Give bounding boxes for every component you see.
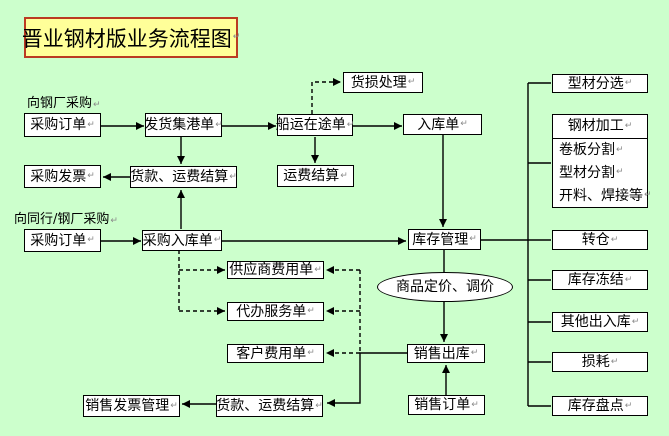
node-agent-service-note: 代办服务单↵	[227, 302, 324, 321]
node-coil-cutting: 卷板分割↵	[553, 139, 647, 162]
node-shipping-in-transit: 船运在途单↵	[275, 114, 355, 136]
page-title-text: 晋业钢材版业务流程图	[21, 26, 232, 51]
return-mark-icon: ↵	[170, 400, 178, 411]
node-label: 钢材加工	[567, 118, 624, 135]
node-purchase-order-1: 采购订单↵	[24, 113, 101, 137]
annotation-text: 向钢厂采购	[27, 96, 93, 111]
return-mark-icon: ↵	[87, 119, 95, 130]
return-mark-icon: ↵	[307, 306, 315, 316]
node-label: 发货集港单	[144, 117, 215, 133]
arrow-sales-out-to-settle-bottom	[327, 352, 407, 407]
node-label: 采购入库单	[142, 232, 213, 249]
return-mark-icon: ↵	[616, 167, 624, 178]
node-label: 采购订单	[30, 232, 87, 249]
return-mark-icon: ↵	[215, 119, 223, 130]
node-label: 型材分割	[559, 164, 615, 181]
node-label: 其他出入库	[560, 314, 631, 330]
return-mark-icon: ↵	[610, 356, 619, 367]
node-label: 型材分选	[567, 75, 624, 92]
annotation-text: 向同行/钢厂采购	[14, 212, 110, 227]
node-sales-invoice-management: 销售发票管理↵	[83, 395, 180, 417]
return-mark-icon: ↵	[229, 171, 237, 182]
node-label: 货款、运费结算	[130, 169, 229, 185]
node-label: 船运在途单	[275, 117, 346, 133]
node-purchase-in-order: 采购入库单↵	[142, 230, 222, 251]
node-label: 商品定价、调价	[396, 279, 494, 295]
node-label: 供应商费用单	[229, 262, 314, 278]
node-steel-processing: 钢材加工↵	[553, 115, 647, 139]
return-mark-icon: ↵	[624, 400, 633, 411]
annotation-purchase-from-mill: 向钢厂采购↵	[27, 97, 101, 110]
node-label: 代办服务单	[236, 303, 307, 320]
node-label: 库存盘点	[567, 398, 624, 414]
node-label: 销售发票管理	[85, 398, 170, 414]
node-label: 货损处理	[350, 74, 407, 91]
node-label: 卷板分割	[559, 142, 615, 159]
node-label: 销售订单	[414, 397, 471, 413]
annotation-purchase-from-peer-mill: 向同行/钢厂采购↵	[14, 213, 118, 226]
node-label: 采购发票	[30, 168, 87, 185]
return-mark-icon: ↵	[616, 144, 624, 155]
node-payment-freight-settlement-top: 货款、运费结算↵	[130, 166, 237, 188]
node-sales-out: 销售出库↵	[407, 344, 485, 363]
return-mark-icon: ↵	[87, 235, 95, 245]
node-label: 客户费用单	[236, 345, 307, 362]
node-purchase-invoice: 采购发票↵	[24, 165, 101, 188]
node-inventory-management: 库存管理↵	[408, 229, 481, 250]
node-transfer-warehouse: 转仓↵	[552, 230, 648, 250]
node-label: 库存管理	[412, 231, 469, 248]
node-inventory-freeze: 库存冻结↵	[552, 270, 648, 290]
dashed-arrow-in-transit-to-damage	[311, 78, 341, 114]
node-label: 库存冻结	[567, 272, 624, 288]
return-mark-icon: ↵	[470, 348, 479, 358]
page-title: 晋业钢材版业务流程图↵	[21, 17, 241, 58]
node-shipping-port-order: 发货集港单↵	[144, 113, 223, 137]
return-mark-icon: ↵	[610, 234, 619, 245]
node-label: 销售出库	[413, 345, 470, 362]
node-customer-fee-note: 客户费用单↵	[227, 344, 324, 363]
return-mark-icon: ↵	[93, 100, 101, 110]
return-mark-icon: ↵	[460, 119, 468, 129]
node-label: 入库单	[417, 116, 460, 133]
return-mark-icon: ↵	[315, 400, 323, 411]
node-label: 损耗	[581, 354, 610, 370]
node-payment-freight-settlement-bottom: 货款、运费结算↵	[216, 395, 323, 417]
return-mark-icon: ↵	[307, 348, 315, 358]
return-mark-icon: ↵	[346, 119, 355, 130]
node-supplier-fee-note: 供应商费用单↵	[227, 261, 324, 279]
return-mark-icon: ↵	[469, 234, 477, 244]
node-steel-processing-group: 钢材加工↵ 卷板分割↵ 型材分割↵ 开料、焊接等↵	[552, 114, 652, 208]
node-sales-order: 销售订单↵	[408, 395, 485, 415]
return-mark-icon: ↵	[624, 120, 633, 131]
node-loss: 损耗↵	[552, 352, 648, 372]
node-damage-handling: 货损处理↵	[343, 72, 423, 93]
node-cutting-welding: 开料、焊接等↵	[553, 184, 652, 207]
node-label: 转仓	[581, 232, 610, 248]
return-mark-icon: ↵	[471, 399, 479, 410]
return-mark-icon: ↵	[407, 77, 416, 87]
node-label: 采购订单	[30, 117, 87, 133]
node-profile-sorting: 型材分选↵	[552, 74, 648, 93]
node-pricing-adjustment: 商品定价、调价	[377, 272, 513, 302]
node-freight-settlement: 运费结算↵	[277, 165, 354, 187]
return-mark-icon: ↵	[624, 274, 633, 285]
node-label: 运费结算	[283, 168, 340, 184]
return-mark-icon: ↵	[213, 235, 222, 245]
return-mark-icon: ↵	[624, 78, 633, 88]
node-profile-cutting: 型材分割↵	[553, 162, 647, 185]
node-label: 开料、焊接等	[559, 187, 643, 204]
return-mark-icon: ↵	[110, 216, 118, 226]
return-mark-icon: ↵	[314, 264, 322, 275]
return-mark-icon: ↵	[644, 190, 652, 201]
return-mark-icon: ↵	[340, 170, 348, 181]
node-purchase-order-2: 采购订单↵	[24, 229, 101, 252]
return-mark-icon: ↵	[631, 316, 640, 327]
node-other-in-out: 其他出入库↵	[552, 312, 648, 332]
node-label: 货款、运费结算	[216, 398, 315, 414]
node-inventory-count: 库存盘点↵	[552, 396, 648, 416]
return-mark-icon: ↵	[232, 32, 241, 42]
return-mark-icon: ↵	[87, 171, 95, 181]
node-warehouse-in-order: 入库单↵	[403, 114, 482, 135]
